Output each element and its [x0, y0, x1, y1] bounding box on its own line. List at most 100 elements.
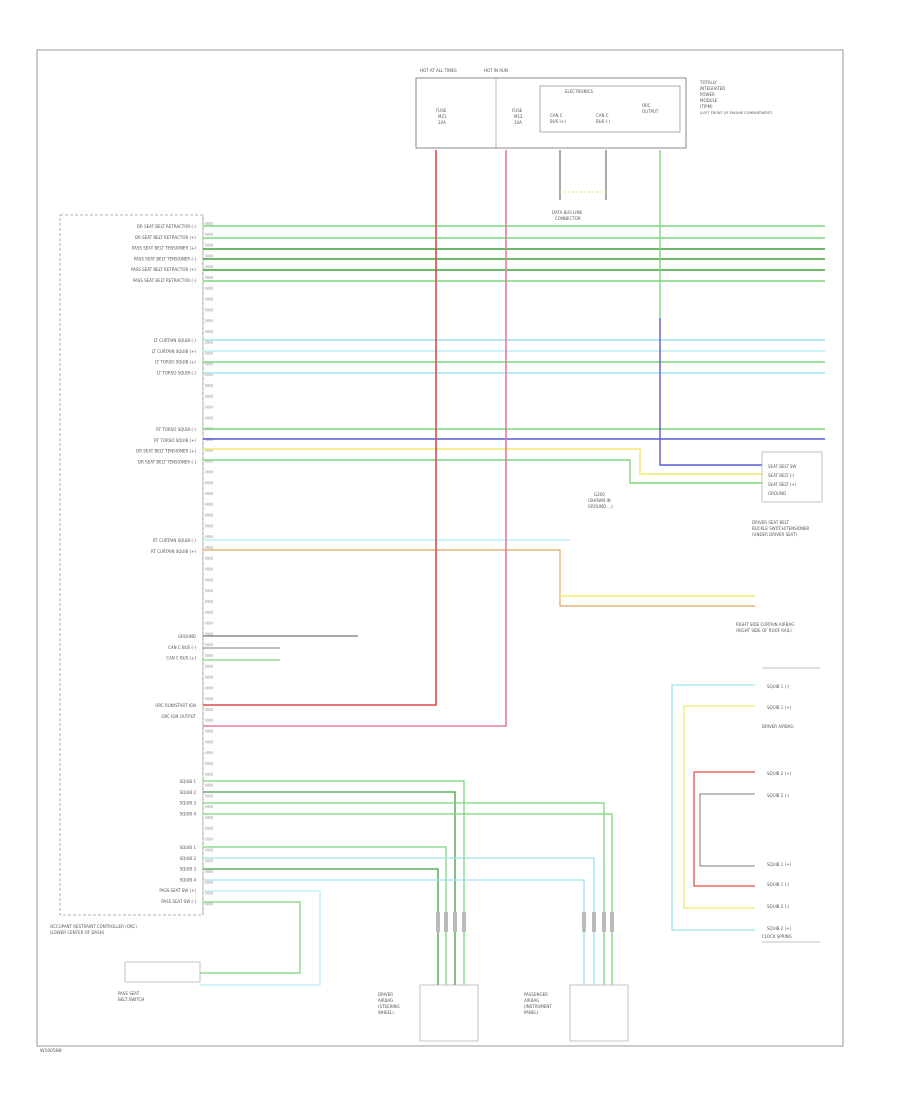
orc-pin-tick [205, 675, 213, 679]
orc-pin-label: SQUIB 1 [180, 845, 197, 850]
orc-pin-tick [205, 459, 213, 463]
orc-pin-tick [205, 826, 213, 830]
wires-clock-spring [671, 684, 755, 931]
orc-pin-tick [205, 470, 213, 474]
orc-pin-label: GROUND [178, 634, 196, 639]
orc-pin-label: PASS SEAT BELT RETRACTOR (+) [131, 267, 196, 272]
orc-pin-label: SQUIB 4 [180, 877, 197, 882]
svg-text:TOTALLY: TOTALLY [699, 80, 717, 85]
orc-pin-tick [205, 481, 213, 485]
orc-pin-label: PASS SEAT SW (+) [159, 888, 196, 893]
orc-pin-label: DR SEAT BELT RETRACTOR (-) [137, 224, 196, 229]
pass-seat-label-2: BELT SWITCH [118, 997, 144, 1002]
seat-belt-pin-1: SEAT BELT SW [768, 464, 796, 469]
hot-label-2: HOT IN RUN [484, 68, 508, 73]
orc-pin-label: RT TORSO SQUIB (-) [156, 427, 196, 432]
orc-pin-tick [205, 416, 213, 420]
orc-pin-label: CAN C BUS (+) [166, 656, 196, 661]
connector-pin [444, 912, 448, 932]
connector-pin [610, 912, 614, 932]
wires-ground-can [203, 635, 358, 661]
right-module-label-3: (INSTRUMENT [524, 1004, 552, 1009]
left-module-label-3: (STEERING [378, 1004, 400, 1009]
orc-pin-tick [205, 859, 213, 863]
orc-pin-tick [205, 621, 213, 625]
orc-pin-tick [205, 848, 213, 852]
tipm-module: HOT AT ALL TIMES HOT IN RUN ELECTRONICS … [415, 68, 773, 221]
fuse-right-2: M12 [514, 114, 523, 119]
seat-belt-pin-3: SEAT BELT (+) [768, 482, 797, 487]
hot-label-1: HOT AT ALL TIMES [420, 68, 457, 73]
connector-pin [592, 912, 596, 932]
orc-pin-tick [205, 664, 213, 668]
orc-pin-tick [205, 870, 213, 873]
orc-pin-tick [205, 351, 213, 355]
connector-pin [582, 912, 586, 932]
orc-pin-tick [205, 729, 213, 733]
orc-pin-label: DR SEAT BELT TENSIONER (+) [136, 449, 196, 454]
squib-label: SQUIB 2 (-) [767, 793, 790, 798]
svg-text:(TIPM): (TIPM) [700, 104, 713, 109]
orc-pin-tick [205, 243, 213, 247]
ground-note-2: (SHOWN IN [588, 498, 611, 503]
squib-labels: SQUIB 1 (-)SQUIB 1 (+)SQUIB 2 (+)SQUIB 2… [767, 684, 792, 931]
sub-mid-1: CAN C [596, 113, 609, 118]
orc-pin-tick [205, 600, 213, 603]
left-module-label-2: AIRBAG [378, 998, 393, 1003]
orc-pin-tick [205, 384, 213, 387]
orc-pin-label: ORC IGN OUTPUT [161, 714, 196, 719]
orc-pin-tick [205, 546, 213, 549]
orc-pin-tick [205, 319, 213, 323]
orc-pin-label: RT TORSO SQUIB (+) [154, 438, 196, 443]
orc-pin-label: DR SEAT BELT TENSIONER (-) [138, 459, 196, 464]
orc-pin-tick [205, 254, 213, 258]
orc-pin-label: ORC RUN/START IGN [155, 703, 196, 708]
fuse-right-3: 10A [514, 120, 522, 125]
orc-pin-tick [205, 837, 213, 841]
seat-belt-switch-label-3: (UNDER DRIVER SEAT) [752, 532, 797, 537]
orc-pin-tick [205, 265, 213, 269]
right-module-label-1: PASSENGER [524, 992, 548, 997]
orc-pin-label: SQUIB 3 [180, 801, 197, 806]
orc-pin-tick [205, 891, 213, 895]
curtain-airbag-label-1: RIGHT SIDE CURTAIN AIRBAG [736, 622, 794, 627]
seat-belt-pin-4: GROUND [768, 491, 786, 496]
clock-spring-label: CLOCK SPRING [762, 934, 792, 939]
orc-pin-label: LT CURTAIN SQUIB (-) [154, 338, 197, 343]
orc-pin-tick [205, 286, 213, 290]
orc-pin-tick [205, 740, 213, 744]
orc-pin-tick [205, 643, 213, 647]
orc-pin-label: PASS SEAT BELT RETRACTOR (-) [133, 278, 197, 283]
orc-pin-tick [205, 362, 213, 366]
squib-label: SQUIB 1 (+) [767, 862, 792, 867]
squib-label: SQUIB 2 (+) [767, 926, 792, 931]
orc-label-2: (LOWER CENTER OF DASH) [50, 930, 105, 935]
fuse-left-2: M21 [438, 114, 447, 119]
right-module-label-4: PANEL) [524, 1010, 539, 1015]
wires-seatbelt-group [203, 225, 825, 282]
bottom-connectors: DRIVER AIRBAG (STEERING WHEEL) PASSENGER… [118, 912, 629, 1042]
orc-pin-label: SQUIB 3 [180, 867, 197, 872]
right-labels: SEAT BELT SW SEAT BELT (-) SEAT BELT (+)… [588, 451, 823, 943]
sub-left-2: BUS (+) [550, 119, 566, 124]
orc-pin-tick [205, 751, 213, 755]
left-module-label-1: DRIVER [378, 992, 393, 997]
ground-note-3: GROUND ...) [588, 504, 613, 509]
orc-pin-tick [205, 222, 213, 225]
orc-pin-tick [205, 686, 213, 690]
orc-pin-tick [205, 783, 213, 787]
orc-pin-tick [205, 513, 213, 517]
orc-pin-label: PASS SEAT BELT TENSIONER (+) [132, 246, 196, 251]
svg-text:POWER: POWER [700, 92, 715, 97]
orc-pin-label: DR SEAT BELT RETRACTOR (+) [135, 235, 196, 240]
right-module-label-2: AIRBAG [524, 998, 539, 1003]
electronics-label: ELECTRONICS [565, 89, 593, 94]
orc-pin-tick [205, 610, 213, 614]
fuse-right-1: FUSE [512, 108, 523, 113]
orc-pin-labels: DR SEAT BELT RETRACTOR (-) DR SEAT BELT R… [131, 224, 197, 904]
orc-pin-label: RT CURTAIN SQUIB (+) [151, 549, 196, 554]
svg-text:MODULE: MODULE [700, 98, 718, 103]
wires-rt-torso-group [203, 150, 825, 484]
svg-text:(LEFT FRONT OF ENGINE COMPARTM: (LEFT FRONT OF ENGINE COMPARTMENT) [700, 111, 773, 115]
